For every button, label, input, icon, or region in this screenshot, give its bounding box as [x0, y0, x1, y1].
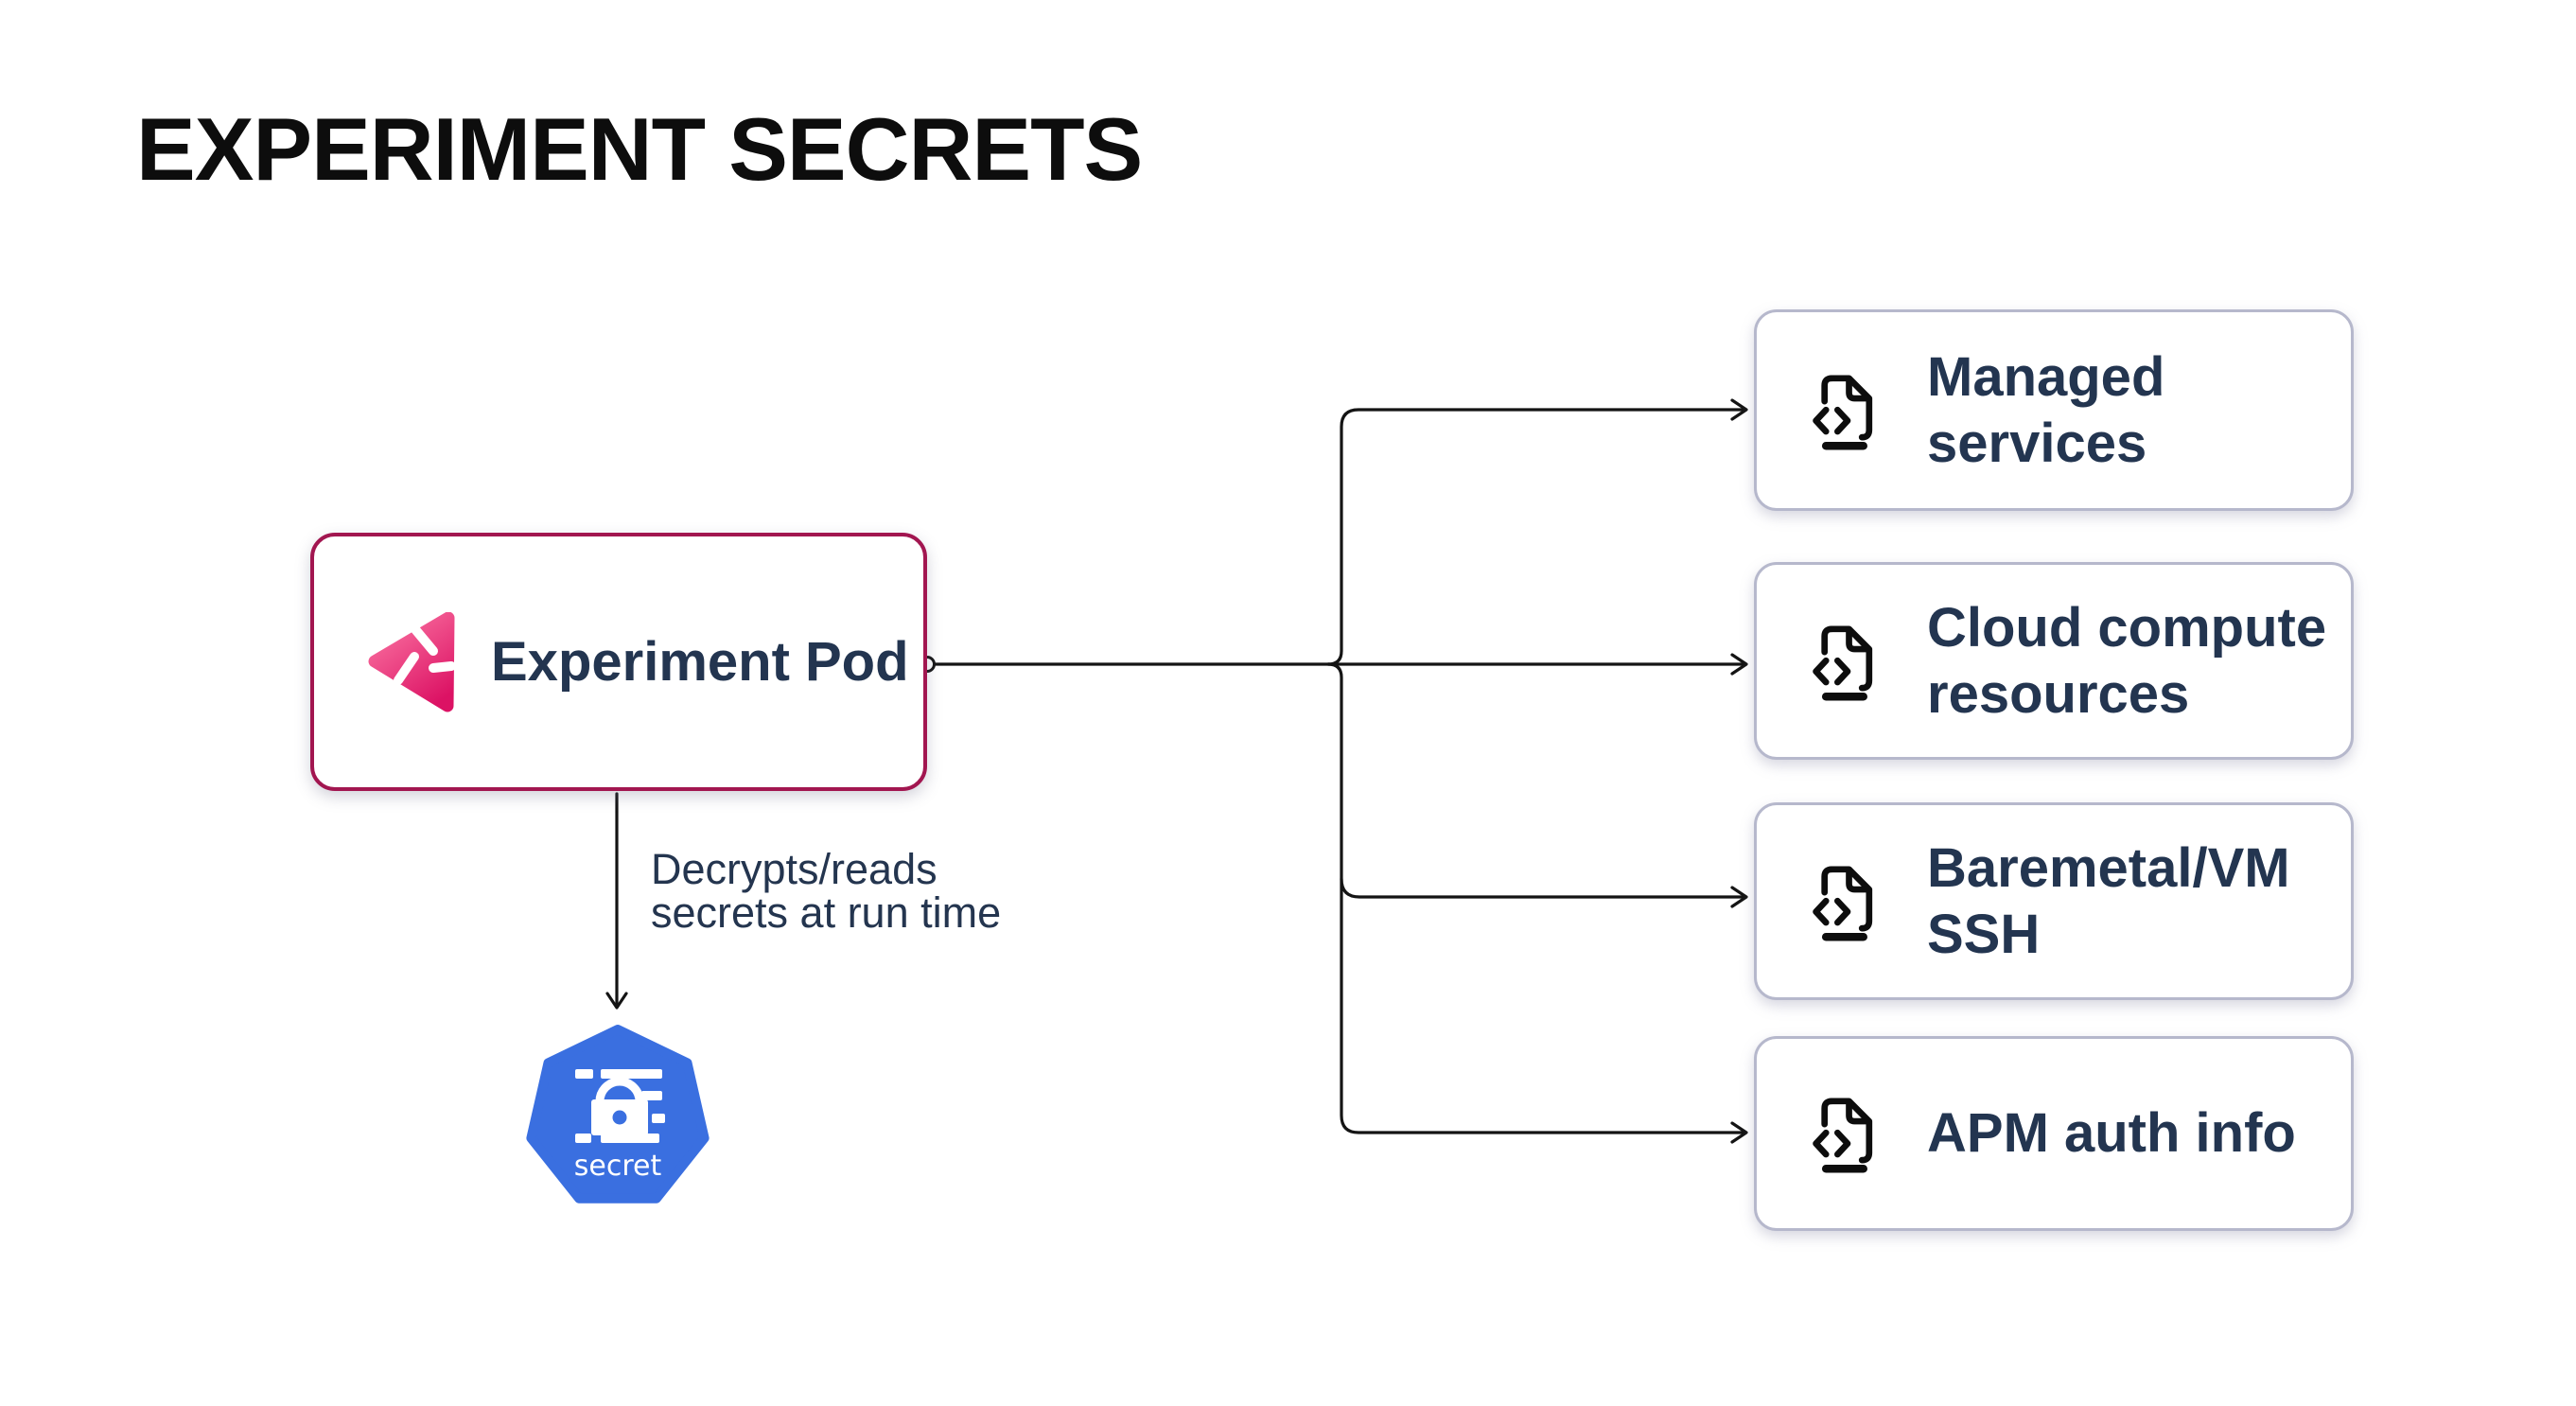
- file-code-icon: [1813, 374, 1873, 449]
- target-box-apm-auth: APM auth info: [1754, 1036, 2354, 1231]
- edge-top-branch: [1326, 408, 1747, 666]
- experiment-pod-label: Experiment Pod: [491, 631, 909, 693]
- secret-label: secret: [574, 1150, 662, 1183]
- edge-bottom-trunk: [1326, 662, 1747, 1134]
- file-code-icon: [1813, 865, 1873, 940]
- target-label: APM auth info: [1927, 1102, 2296, 1164]
- experiment-pod-node: Experiment Pod: [310, 533, 927, 791]
- target-label: Cloud compute resources: [1927, 596, 2327, 725]
- arrowhead-icon: [605, 992, 628, 1010]
- target-label: Managed services: [1927, 345, 2165, 474]
- file-code-icon: [1813, 624, 1873, 700]
- target-box-cloud-compute: Cloud compute resources: [1754, 562, 2354, 760]
- target-box-managed-services: Managed services: [1754, 309, 2354, 511]
- arrowhead-icon: [1730, 398, 1748, 421]
- page-title: EXPERIMENT SECRETS: [136, 99, 1143, 199]
- file-code-icon: [1813, 1098, 1873, 1173]
- edge-caption-line1: Decrypts/reads: [651, 845, 938, 893]
- edge-branch-3: [1340, 877, 1747, 899]
- kubernetes-secret-icon: secret: [526, 1025, 710, 1204]
- edge-caption-line2: secrets at run time: [651, 888, 1002, 937]
- edge-caption: Decrypts/reads secrets at run time: [651, 848, 1001, 935]
- arrowhead-icon: [1730, 1121, 1748, 1144]
- litmus-pinwheel-icon: [368, 611, 455, 712]
- arrowhead-icon: [1730, 886, 1748, 908]
- kubernetes-secret-node: secret: [523, 1024, 712, 1213]
- target-box-baremetal-ssh: Baremetal/VM SSH: [1754, 802, 2354, 1000]
- arrowhead-icon: [1730, 653, 1748, 676]
- target-label: Baremetal/VM SSH: [1927, 836, 2290, 965]
